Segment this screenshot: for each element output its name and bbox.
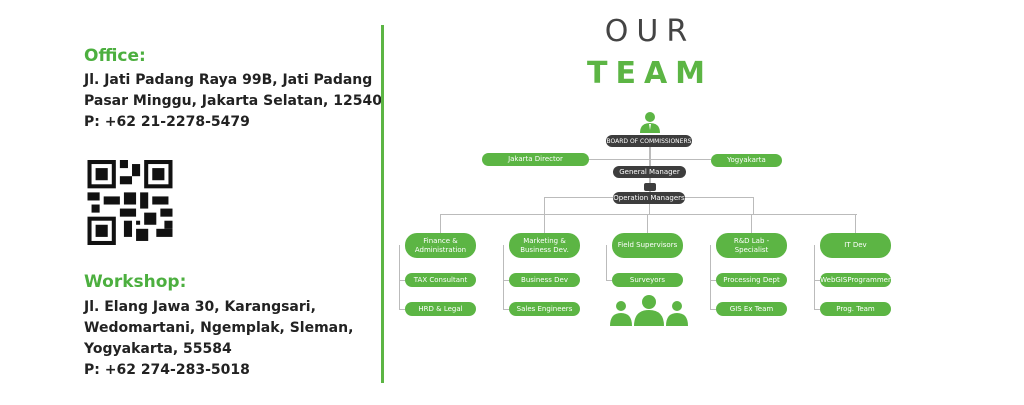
team-node: Business Dev <box>509 273 580 287</box>
group-icon <box>644 183 656 191</box>
address-line: Jl. Elang Jawa 30, Karangsari, <box>84 299 316 315</box>
team-node: GIS Ex Team <box>716 302 787 316</box>
office-address: Jl. Jati Padang Raya 99B, Jati Padang Pa… <box>84 70 382 133</box>
address-line: Pasar Minggu, Jakarta Selatan, 12540 <box>84 93 382 109</box>
title-team: TEAM <box>586 56 714 91</box>
team-node: Surveyors <box>612 273 683 287</box>
workshop-address: Jl. Elang Jawa 30, Karangsari, Wedomarta… <box>84 297 353 381</box>
board-node: BOARD OF COMMISSIONERS <box>606 135 692 147</box>
address-line: Yogyakarta, 55584 <box>84 341 232 357</box>
workshop-phone: P: +62 274-283-5018 <box>84 362 250 378</box>
qr-code <box>87 160 173 245</box>
yogyakarta-node: Yogyakarta <box>711 154 782 167</box>
divider <box>381 25 384 383</box>
department-head-node: IT Dev <box>820 233 891 258</box>
operation-managers-node: Operation Managers <box>613 192 685 204</box>
address-line: Wedomartani, Ngemplak, Sleman, <box>84 320 354 336</box>
department-head-node: R&D Lab - Specialist <box>716 233 787 258</box>
team-node: HRD & Legal <box>405 302 476 316</box>
team-node: Processing Dept <box>716 273 787 287</box>
office-phone: P: +62 21-2278-5479 <box>84 114 250 130</box>
person-icon <box>640 112 660 133</box>
team-node: TAX Consultant <box>405 273 476 287</box>
general-manager-node: General Manager <box>613 166 686 178</box>
team-node: WebGISProgrammer <box>820 273 891 287</box>
title-our: OUR <box>604 14 696 49</box>
workshop-label: Workshop: <box>84 272 187 292</box>
team-people-icon <box>610 295 688 326</box>
department-head-node: Marketing & Business Dev. <box>509 233 580 258</box>
jakarta-director-node: Jakarta Director <box>482 153 589 166</box>
office-label: Office: <box>84 46 146 66</box>
address-line: Jl. Jati Padang Raya 99B, Jati Padang <box>84 72 373 88</box>
department-head-node: Field Supervisors <box>612 233 683 258</box>
department-head-node: Finance & Administration <box>405 233 476 258</box>
team-node: Sales Engineers <box>509 302 580 316</box>
team-node: Prog. Team <box>820 302 891 316</box>
